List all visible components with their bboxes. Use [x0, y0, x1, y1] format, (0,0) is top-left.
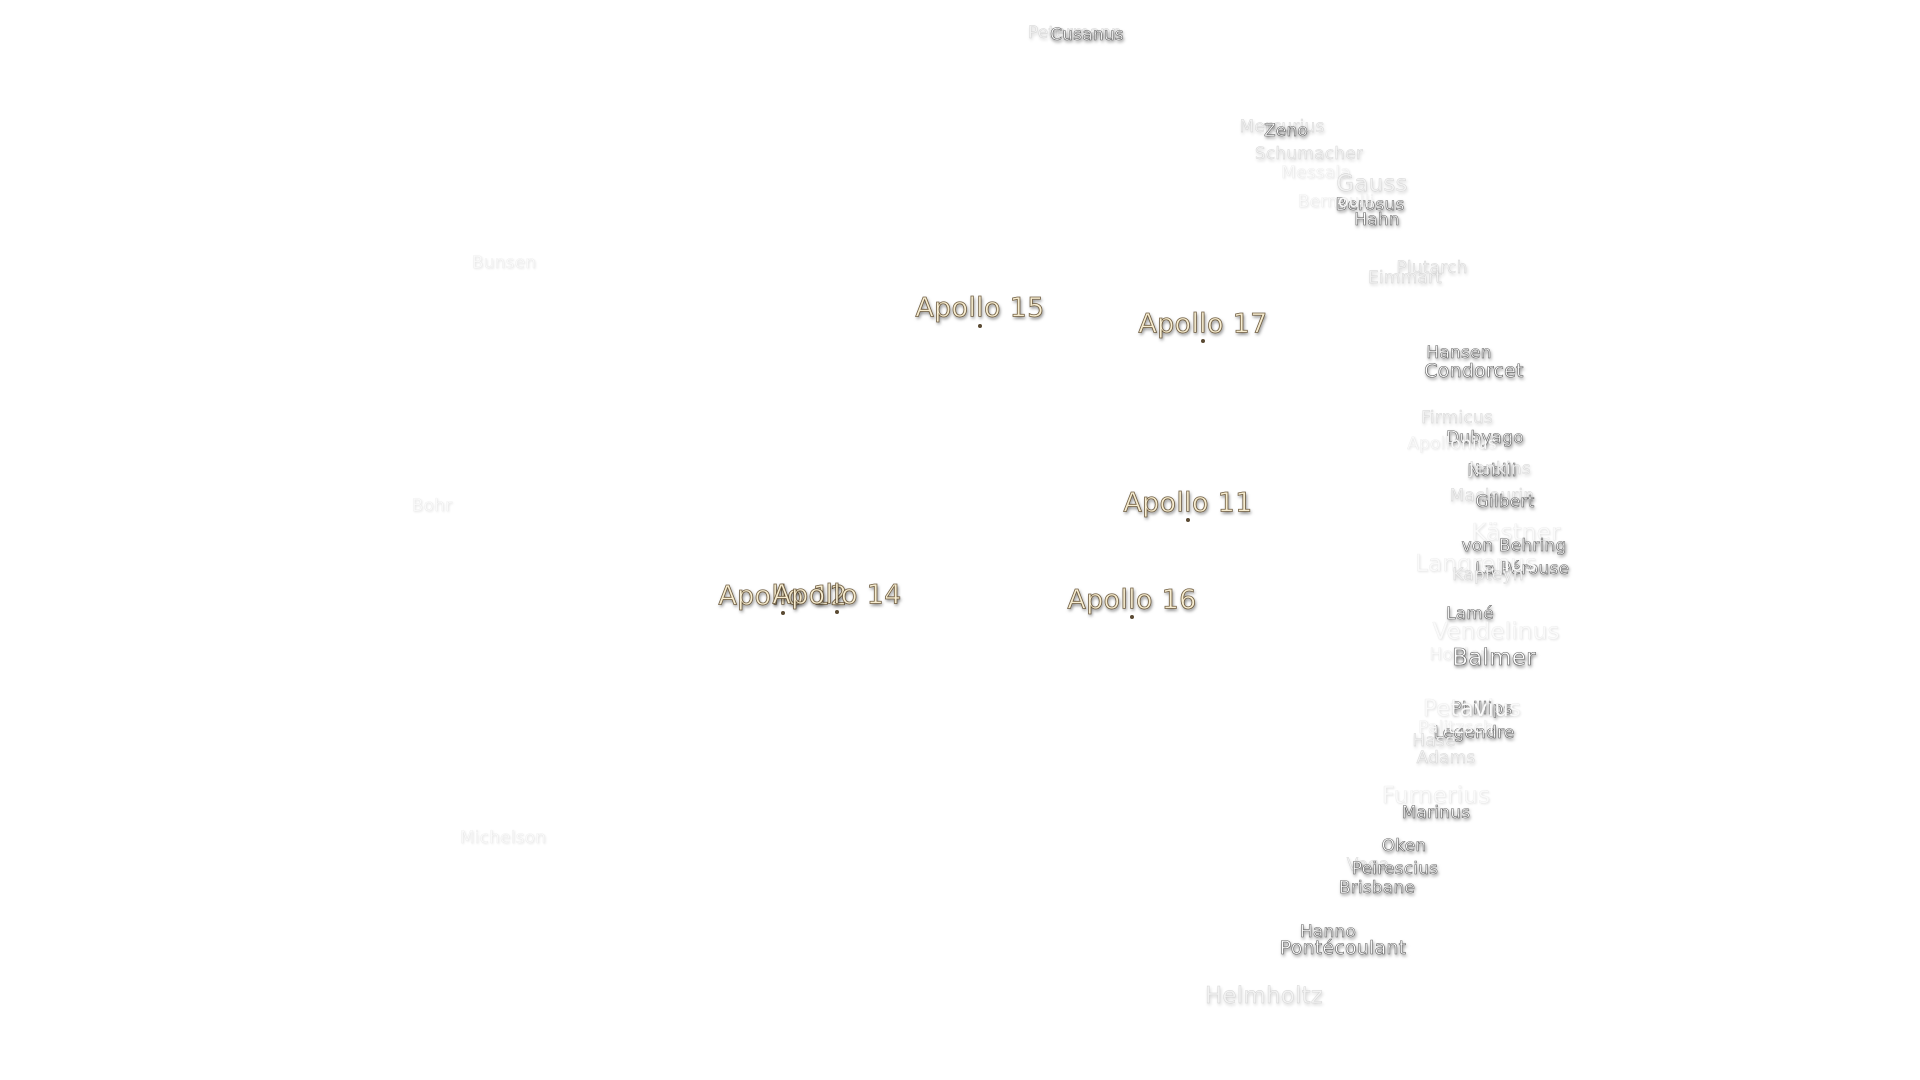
crater-label-eimmart: Eimmart: [1367, 268, 1443, 288]
crater-label-petermann: Petermann: [1027, 23, 1123, 43]
crater-label-zeno: Zeno: [1263, 121, 1309, 142]
crater-label-legendre: Legendre: [1433, 723, 1515, 744]
apollo-16-marker: [1130, 615, 1134, 619]
apollo-11-label: Apollo 11: [1123, 487, 1253, 519]
crater-label-bernoulli: Bernoulli: [1297, 192, 1375, 212]
crater-label-vendelinus: Vendelinus: [1432, 619, 1560, 645]
crater-label-firmicus: Firmicus: [1421, 408, 1493, 428]
crater-label-oken: Oken: [1381, 836, 1427, 857]
crater-label-phillips: Phillips: [1451, 699, 1513, 720]
crater-label-bunsen: Bunsen: [471, 253, 537, 273]
crater-label-von-behring: von Behring: [1461, 536, 1567, 557]
apollo-15-marker: [978, 324, 982, 328]
crater-label-kastner: Kästner: [1471, 520, 1561, 546]
crater-label-hase: Hase: [1412, 731, 1456, 751]
crater-label-michelson: Michelson: [459, 828, 547, 848]
apollo-14-marker: [835, 610, 839, 614]
crater-label-langrenus: Langrenus: [1414, 551, 1538, 577]
crater-label-la-perouse: La Pérouse: [1474, 559, 1570, 580]
crater-label-plutarch: Plutarch: [1396, 258, 1468, 278]
crater-label-hansen: Hansen: [1426, 343, 1492, 364]
crater-label-nobili: Nobili: [1467, 461, 1517, 482]
crater-label-kapteyn: Kapteyn: [1452, 565, 1524, 585]
crater-label-marinus: Marinus: [1401, 803, 1471, 824]
crater-label-hahn: Hahn: [1354, 210, 1400, 231]
crater-label-furnerius: Furnerius: [1381, 783, 1491, 809]
crater-label-gauss: Gauss: [1336, 171, 1408, 197]
crater-label-schumacher: Schumacher: [1254, 144, 1364, 164]
crater-label-condorcet: Condorcet: [1424, 360, 1524, 383]
crater-label-pontecoulant: Pontécoulant: [1279, 937, 1407, 960]
crater-label-lame: Lamé: [1446, 604, 1494, 625]
crater-label-jenkins: Jenkins: [1469, 459, 1531, 479]
apollo-17-label: Apollo 17: [1138, 308, 1268, 340]
crater-label-petavius: Petavius: [1422, 696, 1522, 722]
crater-label-palitzsch: Palitzsch: [1418, 718, 1494, 738]
crater-label-vega: Vega: [1346, 855, 1390, 875]
crater-label-bohr: Bohr: [411, 496, 453, 516]
crater-label-mercurius: Mercurius: [1239, 117, 1325, 137]
crater-label-helmholtz: Helmholtz: [1204, 983, 1324, 1009]
apollo-16-label: Apollo 16: [1067, 584, 1197, 616]
crater-label-peirescius: Peirescius: [1351, 859, 1439, 880]
crater-label-gilbert: Gilbert: [1475, 492, 1535, 513]
apollo-12-marker: [781, 611, 785, 615]
crater-label-dubyago: Dubyago: [1446, 428, 1524, 449]
crater-label-balmer: Balmer: [1452, 645, 1536, 672]
apollo-15-label: Apollo 15: [915, 292, 1045, 324]
crater-label-maclaurin: Maclaurin: [1449, 486, 1535, 506]
crater-label-berosus: Berosus: [1335, 195, 1405, 216]
crater-label-adams: Adams: [1416, 748, 1476, 768]
apollo-17-marker: [1201, 339, 1205, 343]
crater-label-brisbane: Brisbane: [1338, 878, 1416, 899]
apollo-14-label: Apollo 14: [772, 579, 902, 611]
crater-label-holden: Holden: [1429, 645, 1491, 665]
apollo-11-marker: [1186, 518, 1190, 522]
crater-label-cusanus: Cusanus: [1050, 25, 1124, 46]
crater-label-hanno: Hanno: [1299, 922, 1357, 943]
crater-label-messala: Messala: [1281, 163, 1351, 183]
crater-label-apollonius: Apollonius: [1407, 434, 1497, 454]
apollo-12-label: Apollo 12: [718, 580, 848, 612]
